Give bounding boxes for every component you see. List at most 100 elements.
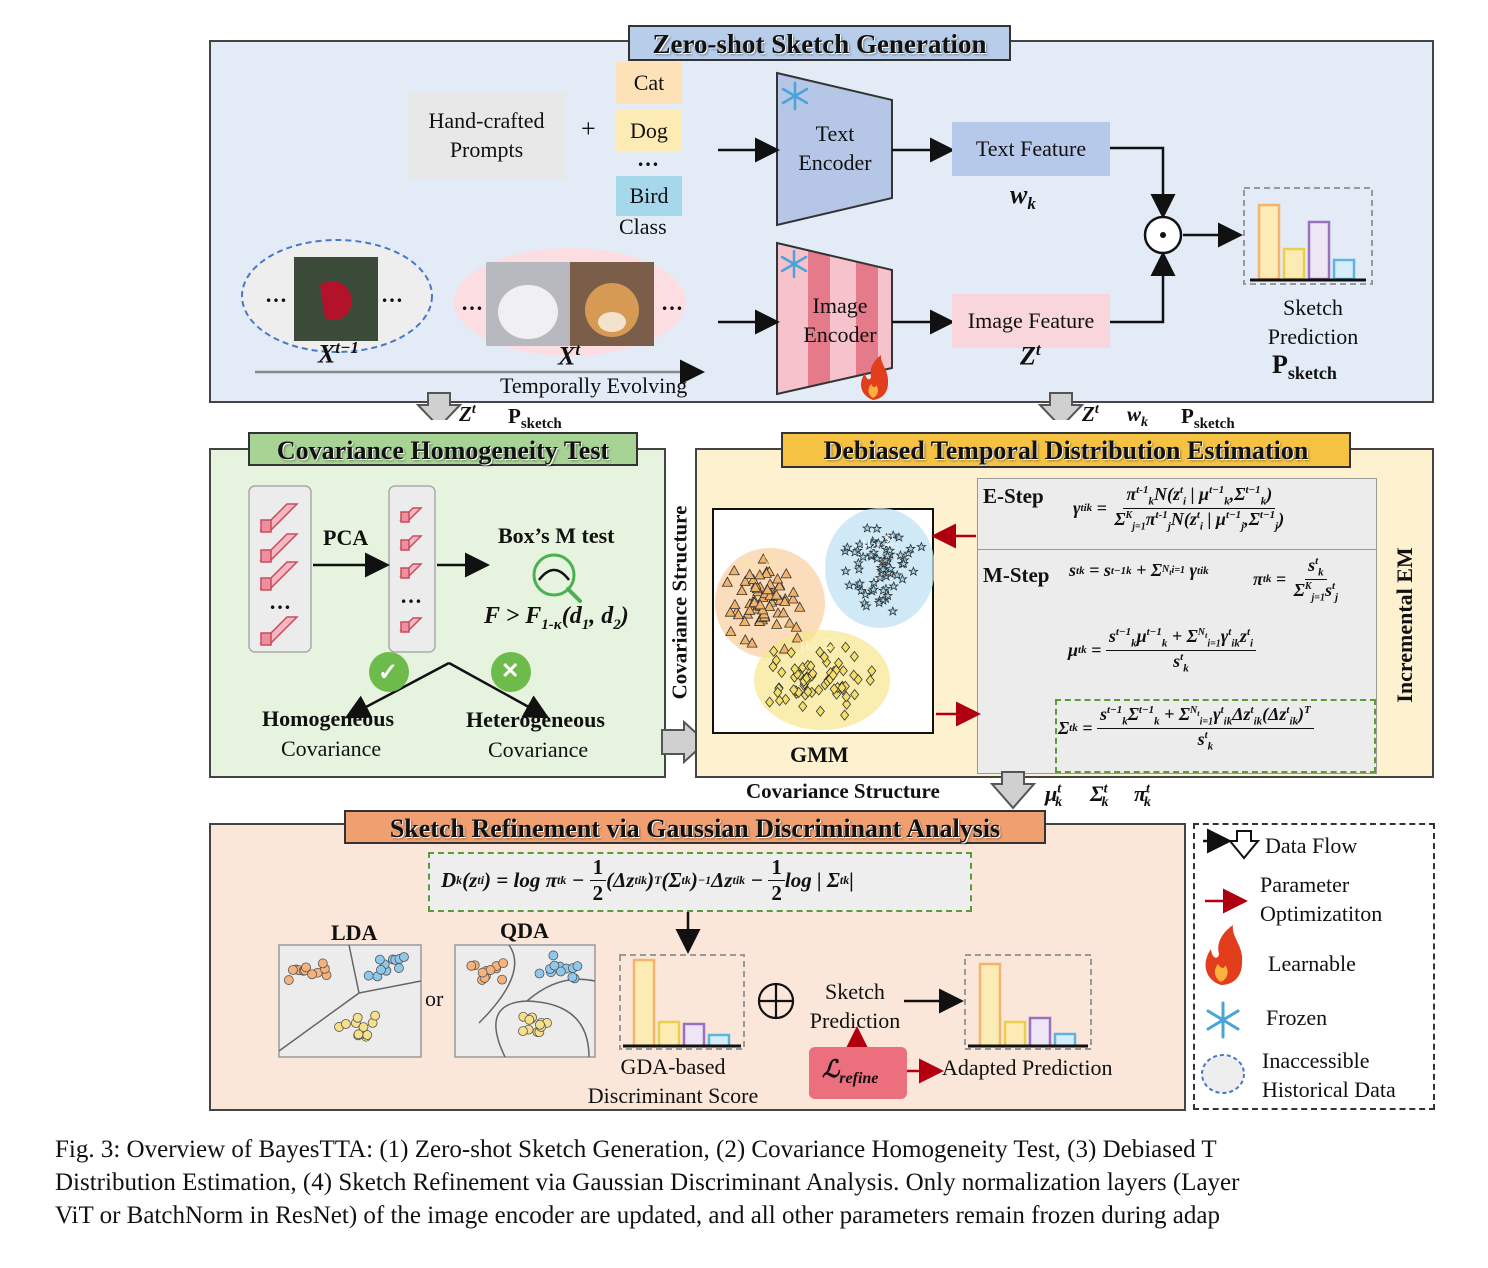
gmm-star-point [852,557,864,568]
gda-score-label: GDA-based Discriminant Score [587,1054,759,1108]
gmm-triangle-point [770,618,783,629]
gmm-star-point [861,522,873,533]
gmm-star-point [872,537,884,548]
image-encoder-label: Image Encoder [803,293,877,347]
legend-data-flow: Data Flow [1265,833,1358,858]
sketch-pred-label: Sketch Prediction [809,979,901,1033]
gmm-diamond-point [829,683,839,695]
gmm-triangle-point [771,573,784,584]
snowflake-icon [781,81,809,111]
gda-sample-point [555,966,566,977]
gmm-star-point [871,523,883,534]
gmm-star-point [860,600,872,611]
dots-dog: … [661,290,683,315]
gda-sample-point [497,974,507,985]
gda-sample-point [466,960,477,971]
gmm-diamond-point [803,686,813,698]
gmm-diamond-point [849,650,859,663]
gmm-star-point [887,605,899,616]
gda-sample-point [477,967,488,978]
cov-structure-vertical: Covariance Structure [667,505,692,700]
incremental-em-vertical: Incremental EM [1392,547,1417,703]
gmm-diamond-point [815,705,825,717]
or-label: or [425,986,444,1011]
gmm-star-point [871,553,883,564]
gda-equation-box [428,852,972,912]
gmm-triangle-point [790,621,802,632]
caption-line-1: Fig. 3: Overview of BayesTTA: (1) Zero-s… [55,1136,1217,1163]
flow-p-right: Psketch [1181,404,1235,433]
gmm-diamond-point [781,693,791,706]
learnable-flame-icon [1205,925,1243,985]
gmm-triangle-point [773,580,786,591]
text-encoder-shape [776,71,893,227]
gmm-diamond-point [841,641,851,653]
gmm-diamond-point [765,696,775,708]
gmm-triangle-point [761,584,774,595]
zero-shot-graphics [241,71,1373,420]
cluster-label-1: μ₁, Σ₁ [742,553,780,570]
gmm-star-point [905,543,917,554]
gmm-triangle-point [746,637,758,648]
down-arrow-left [415,392,463,420]
text-feature-box: Text Feature [952,122,1110,176]
gmm-star-point [873,597,885,608]
caption-line-2: Distribution Estimation, (4) Sketch Refi… [55,1169,1240,1196]
refine-title: Sketch Refinement via Gaussian Discrimin… [344,810,1046,844]
loss-box [809,1047,907,1099]
gmm-star-point [843,579,855,590]
class-bird: Bird [616,176,682,216]
flow-sigma: Σtk [1090,781,1109,811]
gmm-star-point [868,584,879,594]
heterogeneous-cov: Covariance [488,737,589,762]
gmm-star-point [849,546,861,557]
x-prev-label: Xt−1 [318,338,359,369]
gmm-star-point [902,548,914,558]
refine-graphics [278,912,1092,1099]
gmm-triangle-point [754,599,766,610]
gmm-star-point [864,540,875,550]
class-label: Class [619,214,667,239]
gmm-triangle-point [721,576,734,587]
legend-inaccessible: Inaccessible Historical Data [1262,1048,1396,1102]
gda-sample-point [549,960,560,971]
frozen-snowflake-icon [1206,1001,1240,1039]
gmm-triangle-point [749,581,762,592]
homogeneous-label: Homogeneous [262,706,394,731]
gmm-label: GMM [790,742,849,767]
loss-label: ℒrefine [822,1057,879,1087]
gmm-triangle-point [754,569,766,580]
gmm-diamond-point [841,691,851,703]
gda-sample-point [353,1029,364,1040]
gda-sample-point [352,1012,363,1023]
image-encoder-shape [776,241,893,396]
flow-z-left: Zt [459,402,476,426]
lda-label: LDA [331,920,378,945]
gmm-diamond-point [850,688,860,701]
homogeneous-cov: Covariance [281,736,382,761]
flow-mu: μtk [1045,781,1063,811]
gmm-diamond-point [798,700,808,713]
qda-label: QDA [500,918,549,943]
gmm-triangle-point [779,595,791,606]
data-flow-block-icon [1227,830,1261,860]
gmm-star-point [893,532,905,542]
gmm-diamond-point [865,674,875,687]
gmm-triangle-point [739,615,751,626]
gmm-star-point [898,558,910,569]
class-cat: Cat [616,62,682,104]
x-cur-label: Xt [558,340,581,371]
image-feature-box: Image Feature [952,294,1110,348]
class-dots: … [637,146,659,171]
cluster-label-3: μ₃, Σ₃ [800,636,838,653]
plus-sign: + [581,114,596,143]
gda-sample-point [498,958,509,969]
gda-sample-point [399,952,409,962]
inaccessible-cloud-icon [1201,1054,1245,1094]
gmm-triangle-point [791,632,804,643]
gmm-star-point [841,542,853,552]
gda-sample-point [283,975,294,985]
gmm-diamond-point [768,660,778,673]
pca-label: PCA [323,525,369,550]
gmm-star-point [881,550,893,561]
